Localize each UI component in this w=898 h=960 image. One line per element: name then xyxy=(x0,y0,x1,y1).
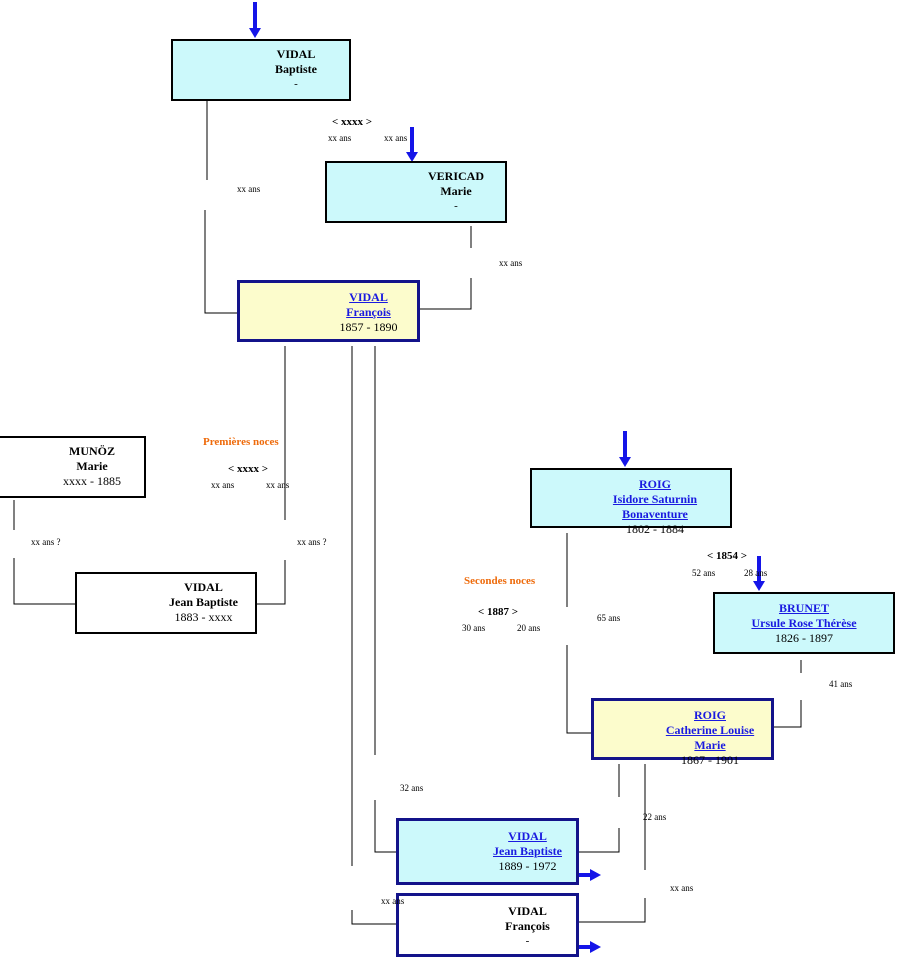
union-age-wife: xx ans xyxy=(384,133,408,143)
person-given-name-link[interactable]: Catherine Louise Marie xyxy=(665,723,755,752)
person-surname: MUNÖZ xyxy=(69,444,115,458)
parent-age-label: 65 ans xyxy=(597,613,621,623)
person-given-name: François xyxy=(505,919,550,933)
person-card-vidal-francois-child: VIDAL François - xyxy=(396,893,579,957)
person-given-name-link[interactable]: Jean Baptiste xyxy=(493,844,562,858)
union-age-husband: xx ans xyxy=(328,133,352,143)
person-surname: VIDAL xyxy=(184,580,223,594)
person-surname-link[interactable]: VIDAL xyxy=(508,829,547,843)
parent-age-label: xx ans ? xyxy=(31,537,61,547)
person-card-vidal-baptiste: VIDAL Baptiste - xyxy=(171,39,351,101)
parent-age-label: xx ans ? xyxy=(297,537,327,547)
person-surname: VIDAL xyxy=(276,47,316,61)
person-dates: 1883 - xxxx xyxy=(174,610,233,624)
union-age-wife: 20 ans xyxy=(517,623,541,633)
person-given-name: Baptiste xyxy=(275,62,317,76)
person-card-brunet-ursule[interactable]: BRUNET Ursule Rose Thérèse 1826 - 1897 xyxy=(713,592,895,654)
union-label-premieres-noces: Premières noces xyxy=(203,436,279,448)
person-surname-link[interactable]: BRUNET xyxy=(778,601,829,615)
parent-age-label: xx ans xyxy=(499,258,523,268)
union-year-vidal-vericad: < xxxx > xyxy=(332,116,373,128)
parent-age-label: xx ans xyxy=(670,883,694,893)
person-card-roig-catherine[interactable]: ROIG Catherine Louise Marie 1867 - 1901 xyxy=(591,698,774,767)
person-card-vidal-jean-baptiste-1883: VIDAL Jean Baptiste 1883 - xxxx xyxy=(75,572,257,634)
union-year-vidal-roig: < 1887 > xyxy=(478,606,519,618)
person-dates: xxxx - 1885 xyxy=(63,474,121,488)
person-card-vericad-marie: VERICAD Marie - xyxy=(325,161,507,223)
person-given-name: Jean Baptiste xyxy=(169,595,238,609)
person-surname-link[interactable]: VIDAL xyxy=(349,290,388,304)
person-given-name-link[interactable]: Ursule Rose Thérèse xyxy=(751,616,857,630)
parent-age-label: 41 ans xyxy=(829,679,853,689)
union-age-wife: 28 ans xyxy=(744,568,768,578)
person-surname: VERICAD xyxy=(427,169,484,183)
parent-age-label: xx ans xyxy=(237,184,261,194)
parent-age-label: 32 ans xyxy=(400,783,424,793)
person-given-name-link[interactable]: Isidore Saturnin Bonaventure xyxy=(612,492,698,521)
person-dates: - xyxy=(525,935,530,947)
union-year-vidal-munoz: < xxxx > xyxy=(228,463,269,475)
union-age-wife: xx ans xyxy=(266,480,290,490)
person-card-roig-isidore[interactable]: ROIG Isidore Saturnin Bonaventure 1802 -… xyxy=(530,468,732,536)
person-card-vidal-francois[interactable]: VIDAL François 1857 - 1890 xyxy=(237,280,420,342)
person-given-name-link[interactable]: François xyxy=(346,305,391,319)
person-surname-link[interactable]: ROIG xyxy=(638,477,671,491)
person-given-name: Marie xyxy=(76,459,108,473)
person-dates: 1867 - 1901 xyxy=(681,753,739,767)
person-dates: 1802 - 1884 xyxy=(626,522,684,536)
union-age-husband: xx ans xyxy=(211,480,235,490)
person-dates: 1826 - 1897 xyxy=(775,631,833,645)
parent-age-label: 22 ans xyxy=(643,812,667,822)
person-surname-link[interactable]: ROIG xyxy=(693,708,726,722)
person-dates: 1857 - 1890 xyxy=(339,320,398,334)
person-dates: 1889 - 1972 xyxy=(498,859,557,873)
union-age-husband: 52 ans xyxy=(692,568,716,578)
union-age-husband: 30 ans xyxy=(462,623,486,633)
parent-age-label: xx ans xyxy=(381,896,405,906)
person-card-vidal-jean-baptiste-1889[interactable]: VIDAL Jean Baptiste 1889 - 1972 xyxy=(396,818,579,885)
person-dates: - xyxy=(454,200,458,212)
union-label-secondes-noces: Secondes noces xyxy=(464,575,536,587)
person-dates: - xyxy=(294,78,298,90)
union-year-roig-brunet: < 1854 > xyxy=(707,550,748,562)
person-given-name: Marie xyxy=(440,184,472,198)
person-card-munoz-marie: MUNÖZ Marie xxxx - 1885 xyxy=(0,436,146,498)
person-surname: VIDAL xyxy=(508,904,547,918)
